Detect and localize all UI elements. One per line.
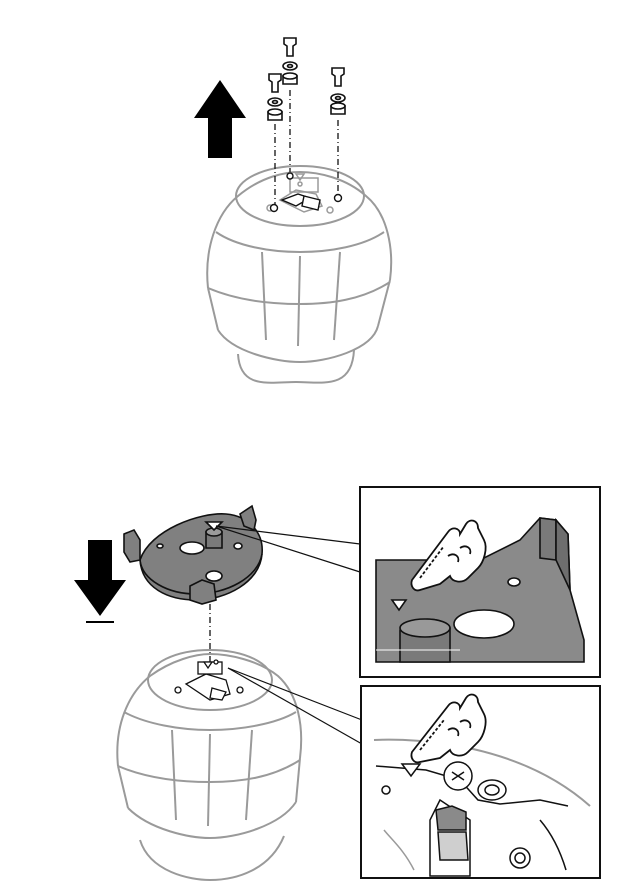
top-plate-parts xyxy=(269,172,343,213)
screw-stack-2 xyxy=(267,73,283,121)
bracket-triangle-mark-detail xyxy=(359,486,601,678)
screw-icon xyxy=(283,37,297,57)
pointing-hand-icon xyxy=(410,693,487,764)
screw-icon xyxy=(331,67,345,87)
down-arrow-icon xyxy=(74,540,126,616)
housing-callout-lines xyxy=(227,667,363,745)
screw-stack-3 xyxy=(330,67,346,115)
bracket-callout-lines xyxy=(215,525,361,573)
camera-triangle-mark-detail xyxy=(360,685,601,879)
pointing-hand-icon xyxy=(410,519,487,592)
step-attach-bracket xyxy=(74,486,601,882)
step-remove-screws xyxy=(194,37,393,384)
camera-housing-bottom xyxy=(116,649,303,882)
mounting-bracket xyxy=(123,504,263,605)
up-arrow-icon xyxy=(194,80,246,158)
camera-housing-top xyxy=(206,165,393,384)
housing-top-plate-lower xyxy=(174,659,244,701)
screw-guide-lines xyxy=(274,90,339,208)
screw-stack-1 xyxy=(282,37,298,85)
screw-icon xyxy=(268,73,282,93)
